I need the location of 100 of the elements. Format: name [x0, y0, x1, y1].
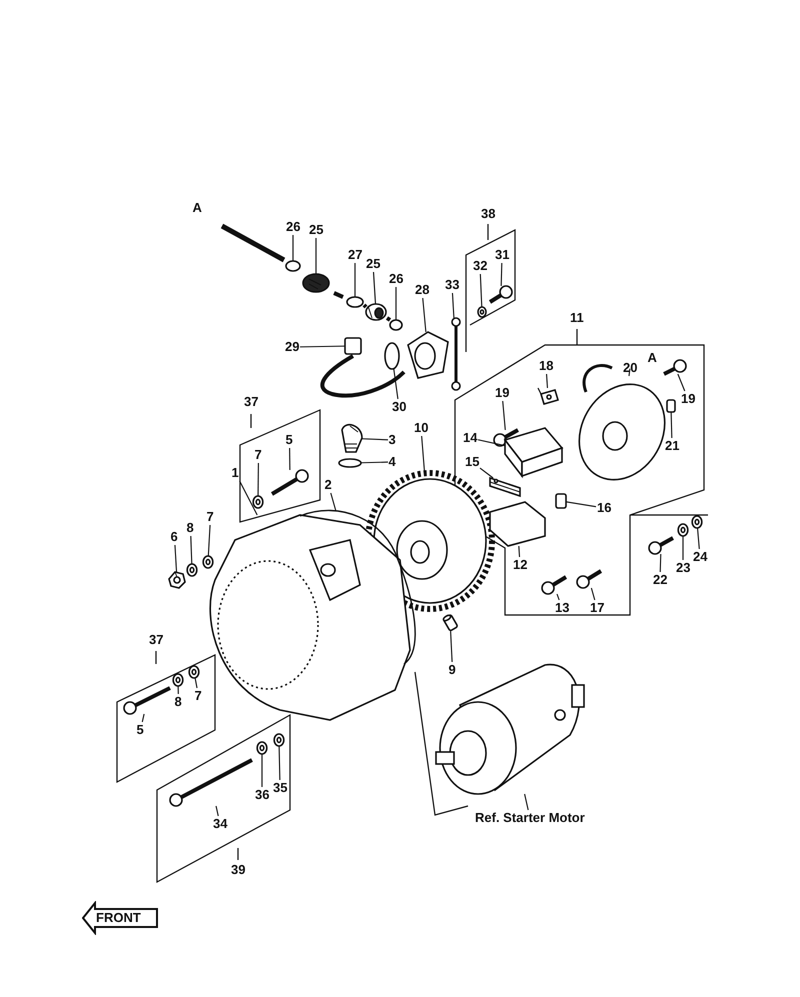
washer: [691, 515, 703, 529]
leader-line: [258, 463, 259, 496]
callout-number: 36: [255, 788, 270, 802]
leader-line: [362, 438, 388, 440]
connector: [344, 337, 362, 355]
screw: [541, 575, 568, 595]
callout-number: 12: [513, 558, 528, 572]
o-ring: [384, 342, 400, 370]
callout-number: 5: [136, 723, 144, 737]
callout-number: 26: [389, 272, 404, 286]
leader-line: [566, 501, 596, 508]
leader-line: [190, 536, 192, 564]
leader-line: [216, 806, 219, 816]
dowel-pin: [442, 614, 459, 632]
callout-number: 1: [232, 466, 239, 480]
direction-sign: FRONT: [82, 901, 158, 935]
callout-number: 38: [481, 207, 496, 221]
leader-line: [556, 594, 560, 600]
leader-line: [194, 678, 198, 688]
callout-number: 31: [495, 248, 510, 262]
leader-line: [421, 436, 426, 474]
callout-number: 18: [539, 359, 554, 373]
callout-number: 22: [653, 573, 668, 587]
reference-mark: A: [192, 201, 202, 215]
leader-line: [315, 238, 317, 274]
leader-line: [677, 374, 686, 392]
callout-number: 29: [285, 340, 300, 354]
leader-line: [590, 588, 596, 600]
callout-number: 30: [392, 400, 406, 414]
sleeve: [346, 296, 364, 308]
callout-number: 24: [693, 550, 708, 564]
callout-number: 7: [194, 689, 202, 703]
callout-number: 19: [495, 386, 510, 400]
callout-number: 27: [348, 248, 362, 262]
washer: [188, 665, 200, 679]
leader-line: [174, 544, 178, 572]
callout-number: 19: [681, 392, 696, 406]
callout-number: 25: [366, 257, 380, 271]
leader-line: [480, 274, 482, 308]
leader-line: [682, 536, 684, 560]
leader-line: [239, 480, 258, 516]
screw: [576, 569, 602, 589]
leader-line: [393, 368, 398, 400]
leader-line: [518, 546, 520, 558]
gear-housing: [407, 331, 449, 379]
leader-line: [208, 524, 211, 556]
grommet: [666, 399, 676, 413]
leader-line: [300, 346, 345, 348]
leader-line: [670, 412, 672, 438]
washer: [477, 306, 487, 318]
callout-number: 21: [665, 439, 680, 453]
callout-number: 15: [465, 455, 480, 469]
starter-motor: [435, 664, 585, 795]
connector: [555, 493, 567, 509]
leader-line: [450, 631, 453, 662]
leader-line: [500, 262, 502, 286]
callout-number: 7: [254, 448, 262, 462]
callout-number: 16: [597, 501, 612, 515]
callout-number: 5: [286, 433, 293, 447]
bolt: [488, 285, 513, 304]
callout-number: 8: [186, 521, 194, 535]
washer: [256, 741, 268, 755]
leader-line: [546, 374, 548, 388]
callout-number: 9: [448, 663, 456, 677]
bolt: [270, 469, 309, 496]
callout-number: 25: [309, 223, 324, 237]
leader-line: [360, 462, 388, 464]
leader-line: [422, 298, 426, 332]
callout-number: 26: [286, 220, 300, 234]
leader-line: [330, 492, 336, 511]
bushing: [389, 319, 403, 331]
regulator: [489, 501, 546, 547]
leader-line: [354, 263, 356, 297]
callout-number: 2: [324, 478, 332, 492]
callout-number: 23: [676, 561, 690, 575]
screw: [663, 359, 687, 376]
screw: [648, 536, 674, 555]
leader-line: [478, 439, 506, 446]
leader-line: [372, 272, 376, 304]
bolt: [123, 686, 171, 715]
gear: [365, 303, 387, 321]
reference-mark: A: [648, 351, 657, 365]
callout-number: 17: [590, 601, 604, 615]
stator-plate: [578, 384, 666, 480]
leader-line: [502, 400, 506, 430]
leader-line: [178, 686, 179, 694]
leader-line: [524, 794, 529, 810]
callout-number: 28: [415, 283, 430, 297]
leader-line: [278, 746, 280, 780]
leader-line: [452, 292, 454, 318]
callout-number: 37: [244, 395, 258, 409]
washer: [273, 733, 285, 747]
callout-number: 11: [570, 311, 584, 325]
callout-number: 7: [206, 510, 214, 524]
washer: [202, 555, 214, 569]
callout-number: 4: [388, 455, 396, 469]
leader-line: [696, 528, 700, 550]
part-label: Ref. Starter Motor: [475, 811, 585, 825]
callout-number: 39: [231, 863, 246, 877]
nut: [168, 571, 186, 589]
